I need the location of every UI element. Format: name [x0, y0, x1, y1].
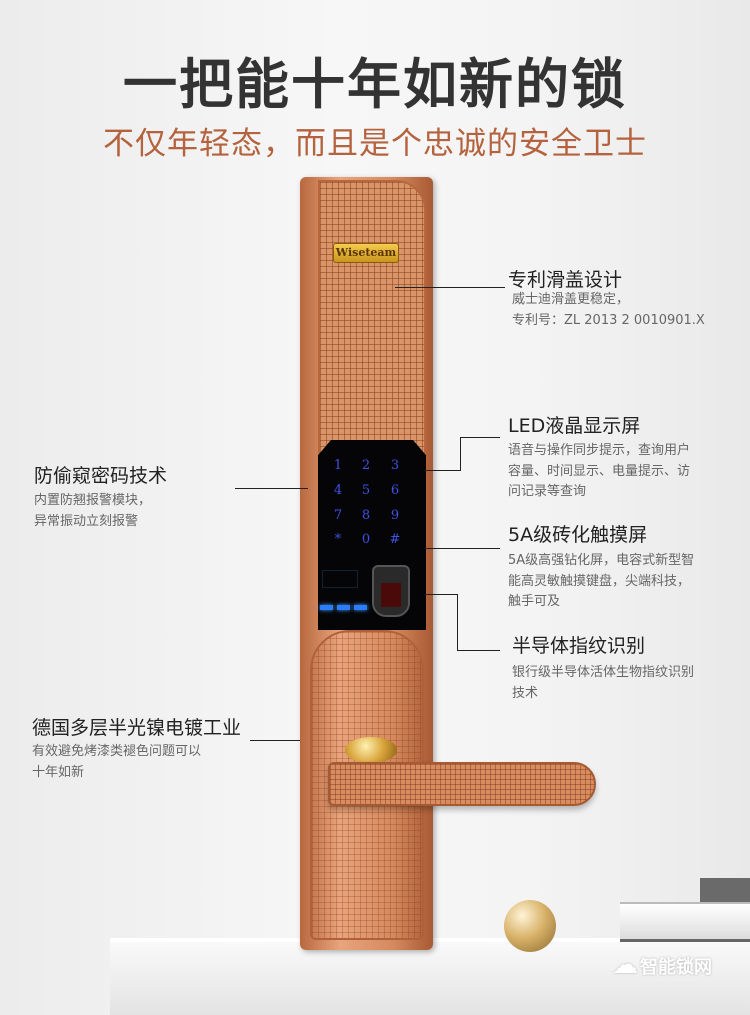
cloud-icon: ☁ [612, 950, 638, 980]
leader-line [460, 437, 500, 438]
feature-desc: 语音与操作同步提示，查询用户容量、时间显示、电量提示、访问记录等查询 [508, 443, 691, 499]
page-title: 一把能十年如新的锁 [123, 53, 627, 116]
keypad-key[interactable]: 3 [390, 458, 400, 473]
keypad-key[interactable]: 7 [333, 508, 343, 523]
leader-line [460, 437, 461, 471]
leader-line [425, 548, 500, 549]
feature-desc: 有效避免烤漆类褪色问题可以十年如新 [32, 744, 202, 780]
indicator-light [354, 605, 367, 610]
feature-title: 专利滑盖设计 [508, 269, 623, 291]
feature-desc: 内置防翘报警模块，异常振动立刻报警 [34, 493, 152, 529]
feature-title: 德国多层半光镍电镀工业 [32, 717, 242, 739]
keypad-key[interactable]: * [334, 532, 342, 547]
fingerprint-sensor [381, 583, 401, 607]
keypad-key[interactable]: 6 [390, 483, 400, 498]
key-cylinder [345, 737, 397, 763]
keypad-key[interactable]: 0 [361, 532, 371, 547]
keypad-key[interactable]: 1 [333, 458, 343, 473]
feature-title: 防偷窥密码技术 [34, 465, 168, 487]
keypad-key[interactable]: 8 [361, 508, 371, 523]
indicator-light [337, 605, 350, 610]
book-stack [620, 902, 750, 942]
keypad-key[interactable]: 9 [390, 508, 400, 523]
keypad-key[interactable]: 2 [361, 458, 371, 473]
feature-title: 5A级砖化触摸屏 [508, 524, 648, 546]
keypad-key[interactable]: 4 [333, 483, 343, 498]
leader-line [395, 287, 505, 288]
leader-line [250, 740, 300, 741]
lock-handle [328, 762, 596, 806]
book [700, 878, 750, 904]
led-display [322, 570, 358, 588]
feature-desc: 威士迪滑盖更稳定，专利号：ZL 2013 2 0010901.X [512, 292, 705, 328]
leader-line [425, 594, 458, 595]
brand-logo: Wiseteam [333, 243, 399, 263]
keypad-key[interactable]: # [389, 532, 401, 547]
feature-desc: 银行级半导体活体生物指纹识别技术 [512, 665, 695, 701]
leader-line [235, 488, 308, 489]
indicator-light [320, 605, 333, 610]
feature-desc: 5A级高强钻化屏，电容式新型智能高灵敏触摸键盘，尖端科技，触手可及 [508, 553, 695, 609]
keypad-key[interactable]: 5 [361, 483, 371, 498]
watermark: ☁智能锁网 [612, 950, 712, 980]
page-subtitle: 不仅年轻态，而且是个忠诚的安全卫士 [103, 126, 647, 162]
leader-line [457, 594, 458, 650]
shelf [110, 940, 750, 1015]
slide-cover [318, 180, 426, 460]
feature-title: 半导体指纹识别 [512, 635, 646, 657]
brass-ball [504, 900, 556, 952]
feature-title: LED液晶显示屏 [508, 415, 641, 437]
leader-line [425, 470, 461, 471]
leader-line [457, 650, 500, 651]
